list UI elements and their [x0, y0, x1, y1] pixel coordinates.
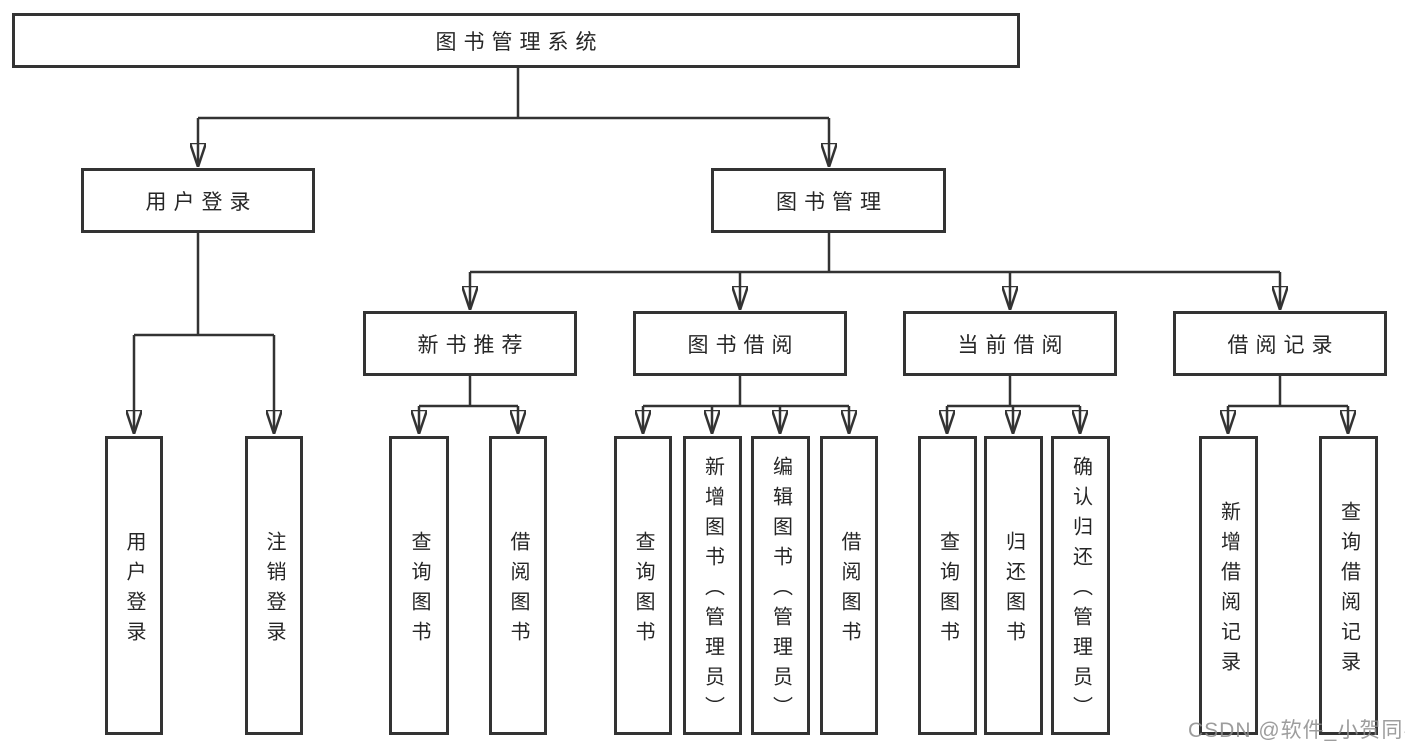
node-root: 图书管理系统 — [12, 13, 1020, 68]
leaf-confirm-return-admin: 确认归还（管理员） — [1051, 436, 1110, 735]
node-book-management: 图书管理 — [711, 168, 946, 233]
leaf-query-books-1: 查询图书 — [389, 436, 449, 735]
csdn-watermark: CSDN @软件_小贺同学 — [1188, 719, 1405, 742]
leaf-query-books-2: 查询图书 — [614, 436, 672, 735]
leaf-return-books: 归还图书 — [984, 436, 1043, 735]
leaf-borrow-books-1: 借阅图书 — [489, 436, 547, 735]
edge-borrow-records-span — [1228, 376, 1348, 408]
leaf-add-book-admin: 新增图书（管理员） — [683, 436, 742, 735]
edge-book-management-span — [470, 233, 1280, 274]
leaf-query-borrow-record: 查询借阅记录 — [1319, 436, 1378, 735]
leaf-borrow-books-2: 借阅图书 — [820, 436, 878, 735]
leaf-query-books-3: 查询图书 — [918, 436, 977, 735]
edge-current-borrow-span — [947, 376, 1080, 408]
node-current-borrow: 当前借阅 — [903, 311, 1117, 376]
leaf-user-login: 用户登录 — [105, 436, 163, 735]
edge-new-book-span — [419, 376, 518, 408]
leaf-logout: 注销登录 — [245, 436, 303, 735]
node-book-borrow: 图书借阅 — [633, 311, 847, 376]
node-user-login: 用户登录 — [81, 168, 315, 233]
edge-user-login-span — [134, 233, 274, 337]
leaf-add-borrow-record: 新增借阅记录 — [1199, 436, 1258, 735]
node-borrow-records: 借阅记录 — [1173, 311, 1387, 376]
edge-book-borrow-span — [643, 376, 849, 408]
node-new-book-recommend: 新书推荐 — [363, 311, 577, 376]
leaf-edit-book-admin: 编辑图书（管理员） — [751, 436, 810, 735]
edge-root-span — [198, 68, 829, 120]
